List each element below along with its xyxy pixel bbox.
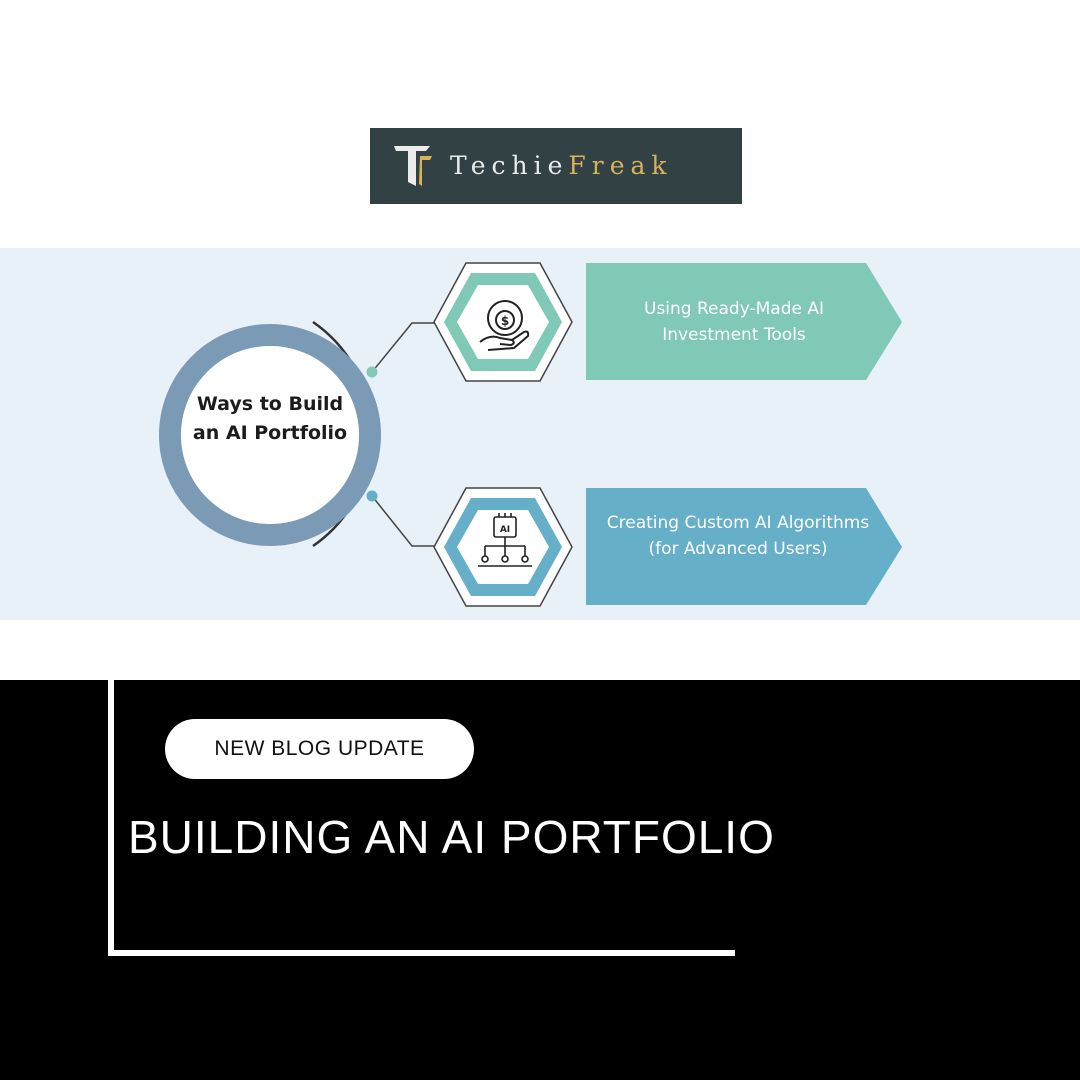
frame-line-bottom xyxy=(108,950,735,956)
center-label: Ways to Build an AI Portfolio xyxy=(192,393,348,444)
logo-text-freak: Freak xyxy=(568,151,673,180)
ai-chip-network-icon xyxy=(478,513,532,567)
arrow-label-1: Using Ready-Made AI Investment Tools xyxy=(644,299,824,345)
infographic-band: $ AI Ways to Build an AI Portfolio Using… xyxy=(0,248,1080,620)
connector-bottom xyxy=(371,495,436,547)
center-ring xyxy=(159,324,381,546)
connector-dot-bottom xyxy=(366,490,378,502)
connector-dot-top xyxy=(366,366,378,378)
logo-text: TechieFreak xyxy=(450,128,673,204)
arrow-shape-1 xyxy=(586,263,902,380)
money-gear-hand-icon: $ xyxy=(479,300,530,351)
new-blog-update-badge: NEW BLOG UPDATE xyxy=(165,719,474,779)
arrow-label-2: Creating Custom AI Algorithms (for Advan… xyxy=(606,513,870,559)
svg-text:$: $ xyxy=(501,314,509,328)
blog-headline: BUILDING AN AI PORTFOLIO xyxy=(128,811,775,863)
center-disc xyxy=(181,346,359,524)
infographic-diagram: $ AI xyxy=(159,262,902,607)
connector-top xyxy=(371,322,436,373)
hex-node-bottom xyxy=(433,487,573,607)
frame-line-left xyxy=(108,680,114,956)
ai-chip-label: AI xyxy=(500,525,510,535)
hex-node-top xyxy=(433,262,573,382)
blog-banner: NEW BLOG UPDATE BUILDING AN AI PORTFOLIO xyxy=(0,680,1080,1080)
arrow-shape-2 xyxy=(586,488,902,605)
techiefreak-logo: TechieFreak xyxy=(370,128,742,204)
logo-text-techie: Techie xyxy=(450,151,569,180)
logo-mark-icon xyxy=(394,146,432,186)
